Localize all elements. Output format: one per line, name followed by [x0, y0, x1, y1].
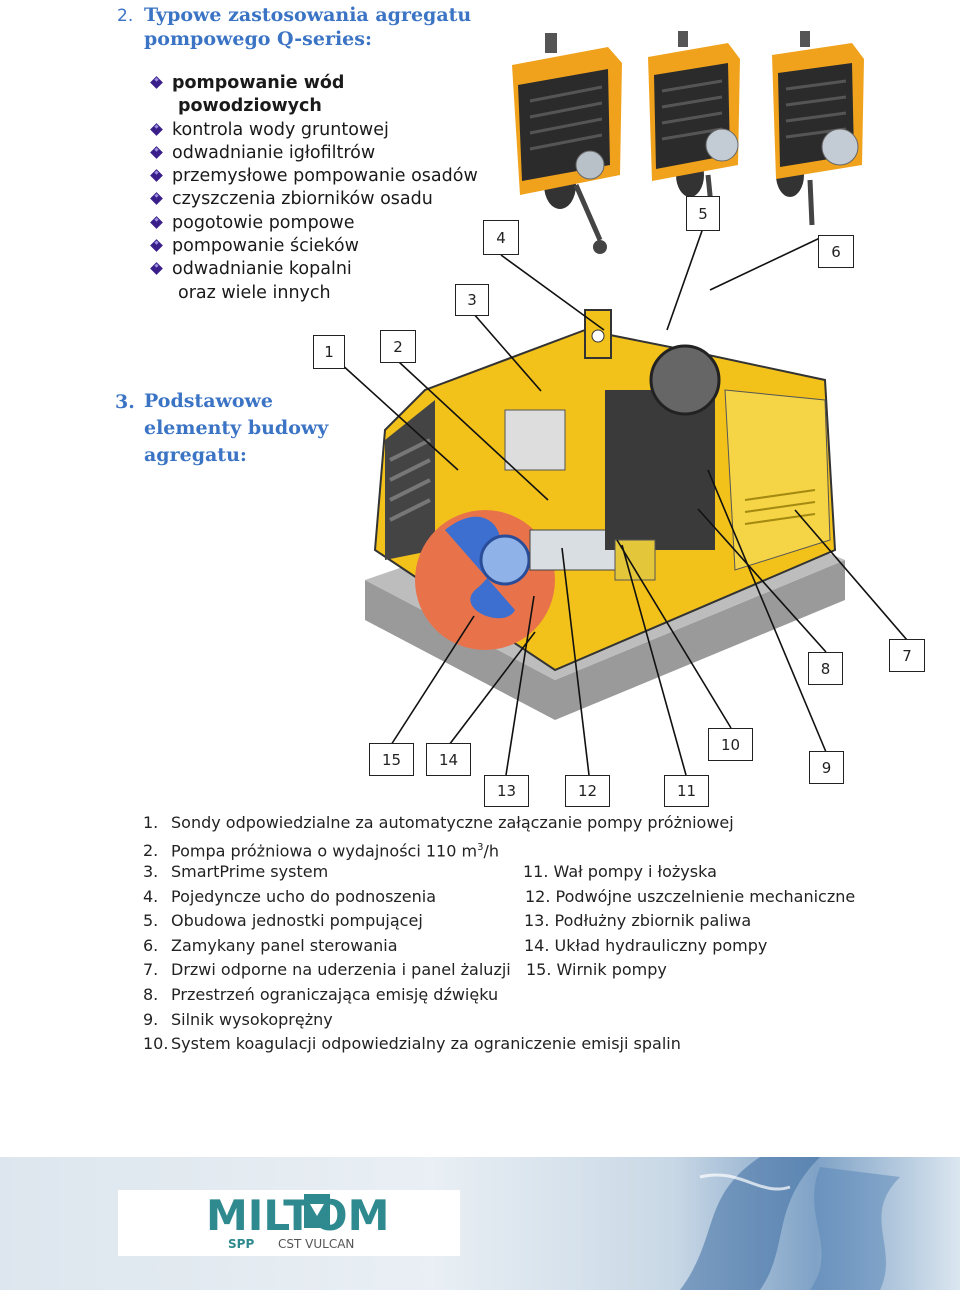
- section3-title: Podstawowe elementy budowy agregatu:: [144, 388, 328, 469]
- legend-row: 11. Wał pompy i łożyska: [523, 862, 717, 881]
- legend-row: 3.SmartPrime system: [143, 862, 329, 881]
- list-item: pogotowie pompowe: [148, 212, 478, 235]
- callout-6: 6: [818, 235, 854, 268]
- callout-15: 15: [369, 743, 414, 776]
- section3-number: 3.: [115, 391, 135, 413]
- callout-10: 10: [708, 728, 753, 761]
- callout-8: 8: [808, 652, 843, 685]
- list-item: przemysłowe pompowanie osadów: [148, 165, 478, 188]
- section3-title-line1: Podstawowe: [144, 390, 273, 412]
- callout-1: 1: [313, 335, 345, 369]
- callout-5: 5: [686, 196, 720, 231]
- logo-sub-right: CST VULCAN: [278, 1237, 354, 1251]
- callout-3: 3: [455, 284, 489, 316]
- list-item: pompowanie wód: [148, 72, 478, 95]
- list-item: odwadnianie kopalni: [148, 258, 478, 281]
- legend-row: 9.Silnik wysokoprężny: [143, 1010, 333, 1029]
- callout-13: 13: [484, 775, 529, 807]
- trailer-units-illustration: [512, 31, 864, 254]
- legend-row: 4.Pojedyncze ucho do podnoszenia: [143, 887, 437, 906]
- legend-row: 12. Podwójne uszczelnienie mechaniczne: [525, 887, 856, 906]
- legend-row: 7.Drzwi odporne na uderzenia i panel żal…: [143, 960, 511, 979]
- list-item: czyszczenia zbiorników osadu: [148, 188, 478, 211]
- callout-7: 7: [889, 639, 925, 672]
- logo-brand-text: MILTOM: [206, 1191, 389, 1240]
- trailer-unit-1: [512, 33, 622, 254]
- section2-title: Typowe zastosowania agregatu pompowego Q…: [144, 3, 471, 51]
- miltom-logo: MILTOM SPP CST VULCAN: [118, 1190, 460, 1256]
- trailer-unit-3: [772, 31, 864, 226]
- legend-row: 14. Układ hydrauliczny pompy: [524, 936, 768, 955]
- applications-list: pompowanie wód powodziowych kontrola wod…: [148, 72, 478, 305]
- section2-title-line1: Typowe zastosowania agregatu: [144, 4, 472, 26]
- trailer-unit-2: [648, 31, 740, 216]
- callout-9: 9: [809, 751, 844, 784]
- list-item: oraz wiele innych: [178, 282, 331, 303]
- legend-row: 15. Wirnik pompy: [526, 960, 667, 979]
- legend-row: 10.System koagulacji odpowiedzialny za o…: [143, 1034, 681, 1053]
- callout-12: 12: [565, 775, 610, 807]
- logo-graphic: MILTOM SPP CST VULCAN: [206, 1191, 389, 1251]
- water-splash-image: [680, 1157, 900, 1290]
- list-item: pompowanie ścieków: [148, 235, 478, 258]
- list-item: powodziowych: [178, 96, 322, 117]
- section2-title-line2: pompowego Q-series:: [144, 28, 372, 50]
- legend-row: 8.Przestrzeń ograniczająca emisję dźwięk…: [143, 985, 499, 1004]
- section2-number: 2.: [117, 6, 134, 26]
- section3-title-line2: elementy budowy: [144, 417, 329, 439]
- pump-cutaway-illustration: [365, 309, 845, 720]
- list-item: kontrola wody gruntowej: [148, 119, 478, 142]
- list-item: odwadnianie igłofiltrów: [148, 142, 478, 165]
- section3-title-line3: agregatu:: [144, 444, 247, 466]
- callout-4: 4: [483, 220, 519, 255]
- legend-row: 1.Sondy odpowiedzialne za automatyczne z…: [143, 813, 734, 832]
- callout-14: 14: [426, 743, 471, 776]
- legend-row: 5.Obudowa jednostki pompującej: [143, 911, 423, 930]
- callout-2: 2: [380, 330, 416, 363]
- callout-11: 11: [664, 775, 709, 807]
- legend-row: 13. Podłużny zbiornik paliwa: [524, 911, 752, 930]
- legend-row: 2.Pompa próżniowa o wydajności 110 m3/h: [143, 841, 499, 861]
- logo-sub-left: SPP: [228, 1237, 254, 1251]
- legend-row: 6.Zamykany panel sterowania: [143, 936, 398, 955]
